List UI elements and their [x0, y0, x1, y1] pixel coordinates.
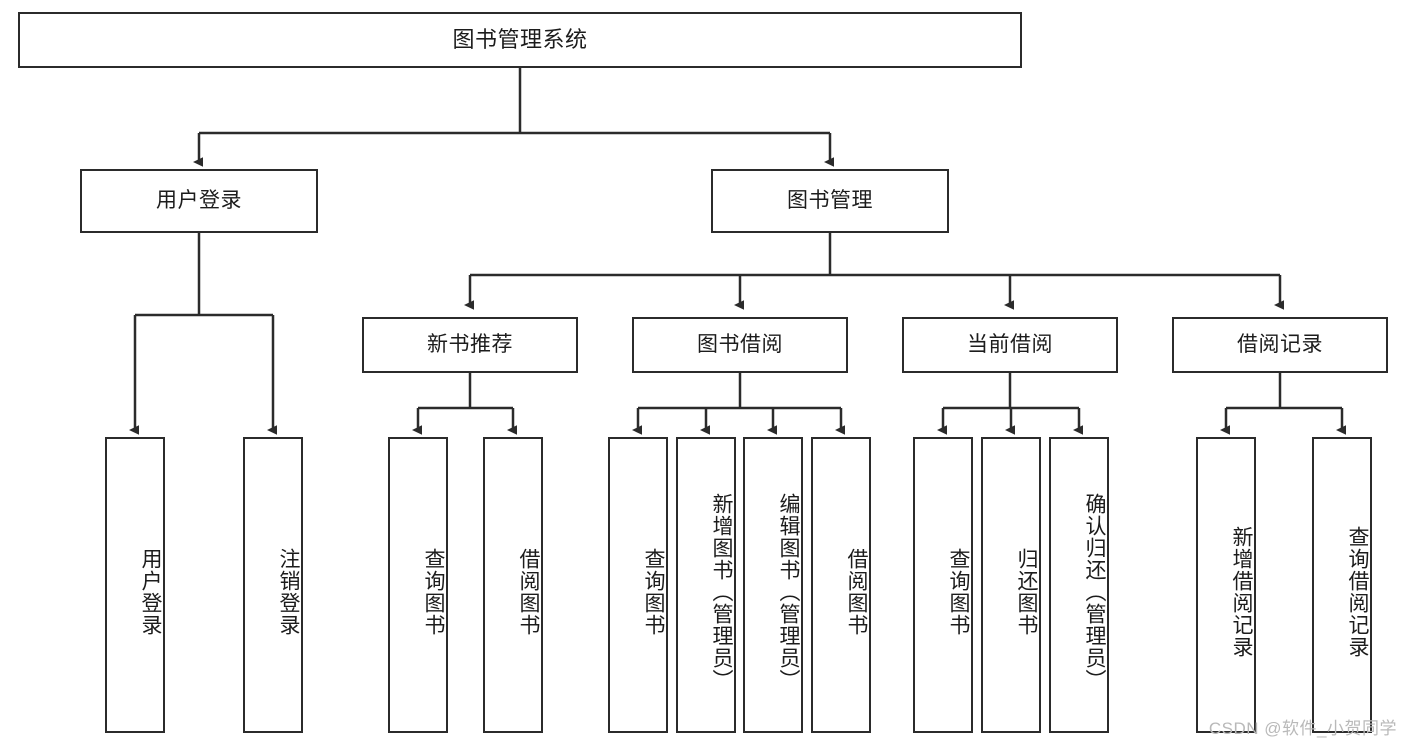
node-root-book-management-system[interactable]: 图书管理系统 [18, 12, 1022, 68]
leaf-user-login-login[interactable]: 用户登录 [105, 437, 165, 733]
leaf-book-borrow-add-book-admin[interactable]: 新增图书（管理员） [676, 437, 736, 733]
leaf-current-borrow-return-book[interactable]: 归还图书 [981, 437, 1041, 733]
leaf-borrow-record-query-record[interactable]: 查询借阅记录 [1312, 437, 1372, 733]
leaf-borrow-record-add-record[interactable]: 新增借阅记录 [1196, 437, 1256, 733]
leaf-book-borrow-edit-book-admin[interactable]: 编辑图书（管理员） [743, 437, 803, 733]
node-user-login[interactable]: 用户登录 [80, 169, 318, 233]
leaf-new-book-borrow-book[interactable]: 借阅图书 [483, 437, 543, 733]
leaf-book-borrow-borrow-book[interactable]: 借阅图书 [811, 437, 871, 733]
node-borrow-record[interactable]: 借阅记录 [1172, 317, 1388, 373]
node-book-borrow[interactable]: 图书借阅 [632, 317, 848, 373]
leaf-current-borrow-query-book[interactable]: 查询图书 [913, 437, 973, 733]
leaf-current-borrow-confirm-return-admin[interactable]: 确认归还（管理员） [1049, 437, 1109, 733]
node-current-borrow[interactable]: 当前借阅 [902, 317, 1118, 373]
node-new-book-recommend[interactable]: 新书推荐 [362, 317, 578, 373]
leaf-new-book-query-book[interactable]: 查询图书 [388, 437, 448, 733]
leaf-user-login-logout[interactable]: 注销登录 [243, 437, 303, 733]
leaf-book-borrow-query-book[interactable]: 查询图书 [608, 437, 668, 733]
node-book-management[interactable]: 图书管理 [711, 169, 949, 233]
